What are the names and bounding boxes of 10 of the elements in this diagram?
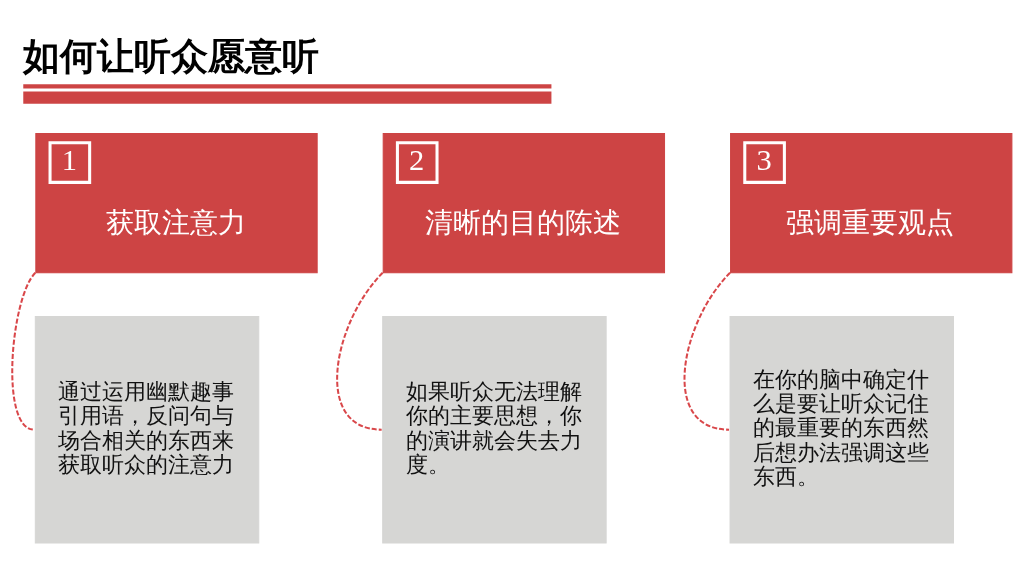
node-box: 3 强调重要观点 bbox=[730, 133, 1013, 274]
connector bbox=[683, 272, 731, 431]
connector bbox=[11, 272, 37, 431]
connector bbox=[336, 272, 384, 431]
diagram-title: 如何让听众愿意听 bbox=[23, 34, 320, 78]
node-box: 通过运用幽默趣事引用语，反问句与场合相关的东西来获取听众的注意力 bbox=[34, 315, 260, 544]
node-box: 在你的脑中确定什么是要让听众记住的最重要的东西然后想办法强调这些东西。 bbox=[729, 315, 954, 544]
node-box: 2 清晰的目的陈述 bbox=[382, 133, 666, 274]
node-box: 1 获取注意力 bbox=[35, 133, 318, 274]
node-box: 如果听众无法理解你的主要思想，你的演讲就会失去力度。 bbox=[382, 315, 607, 544]
